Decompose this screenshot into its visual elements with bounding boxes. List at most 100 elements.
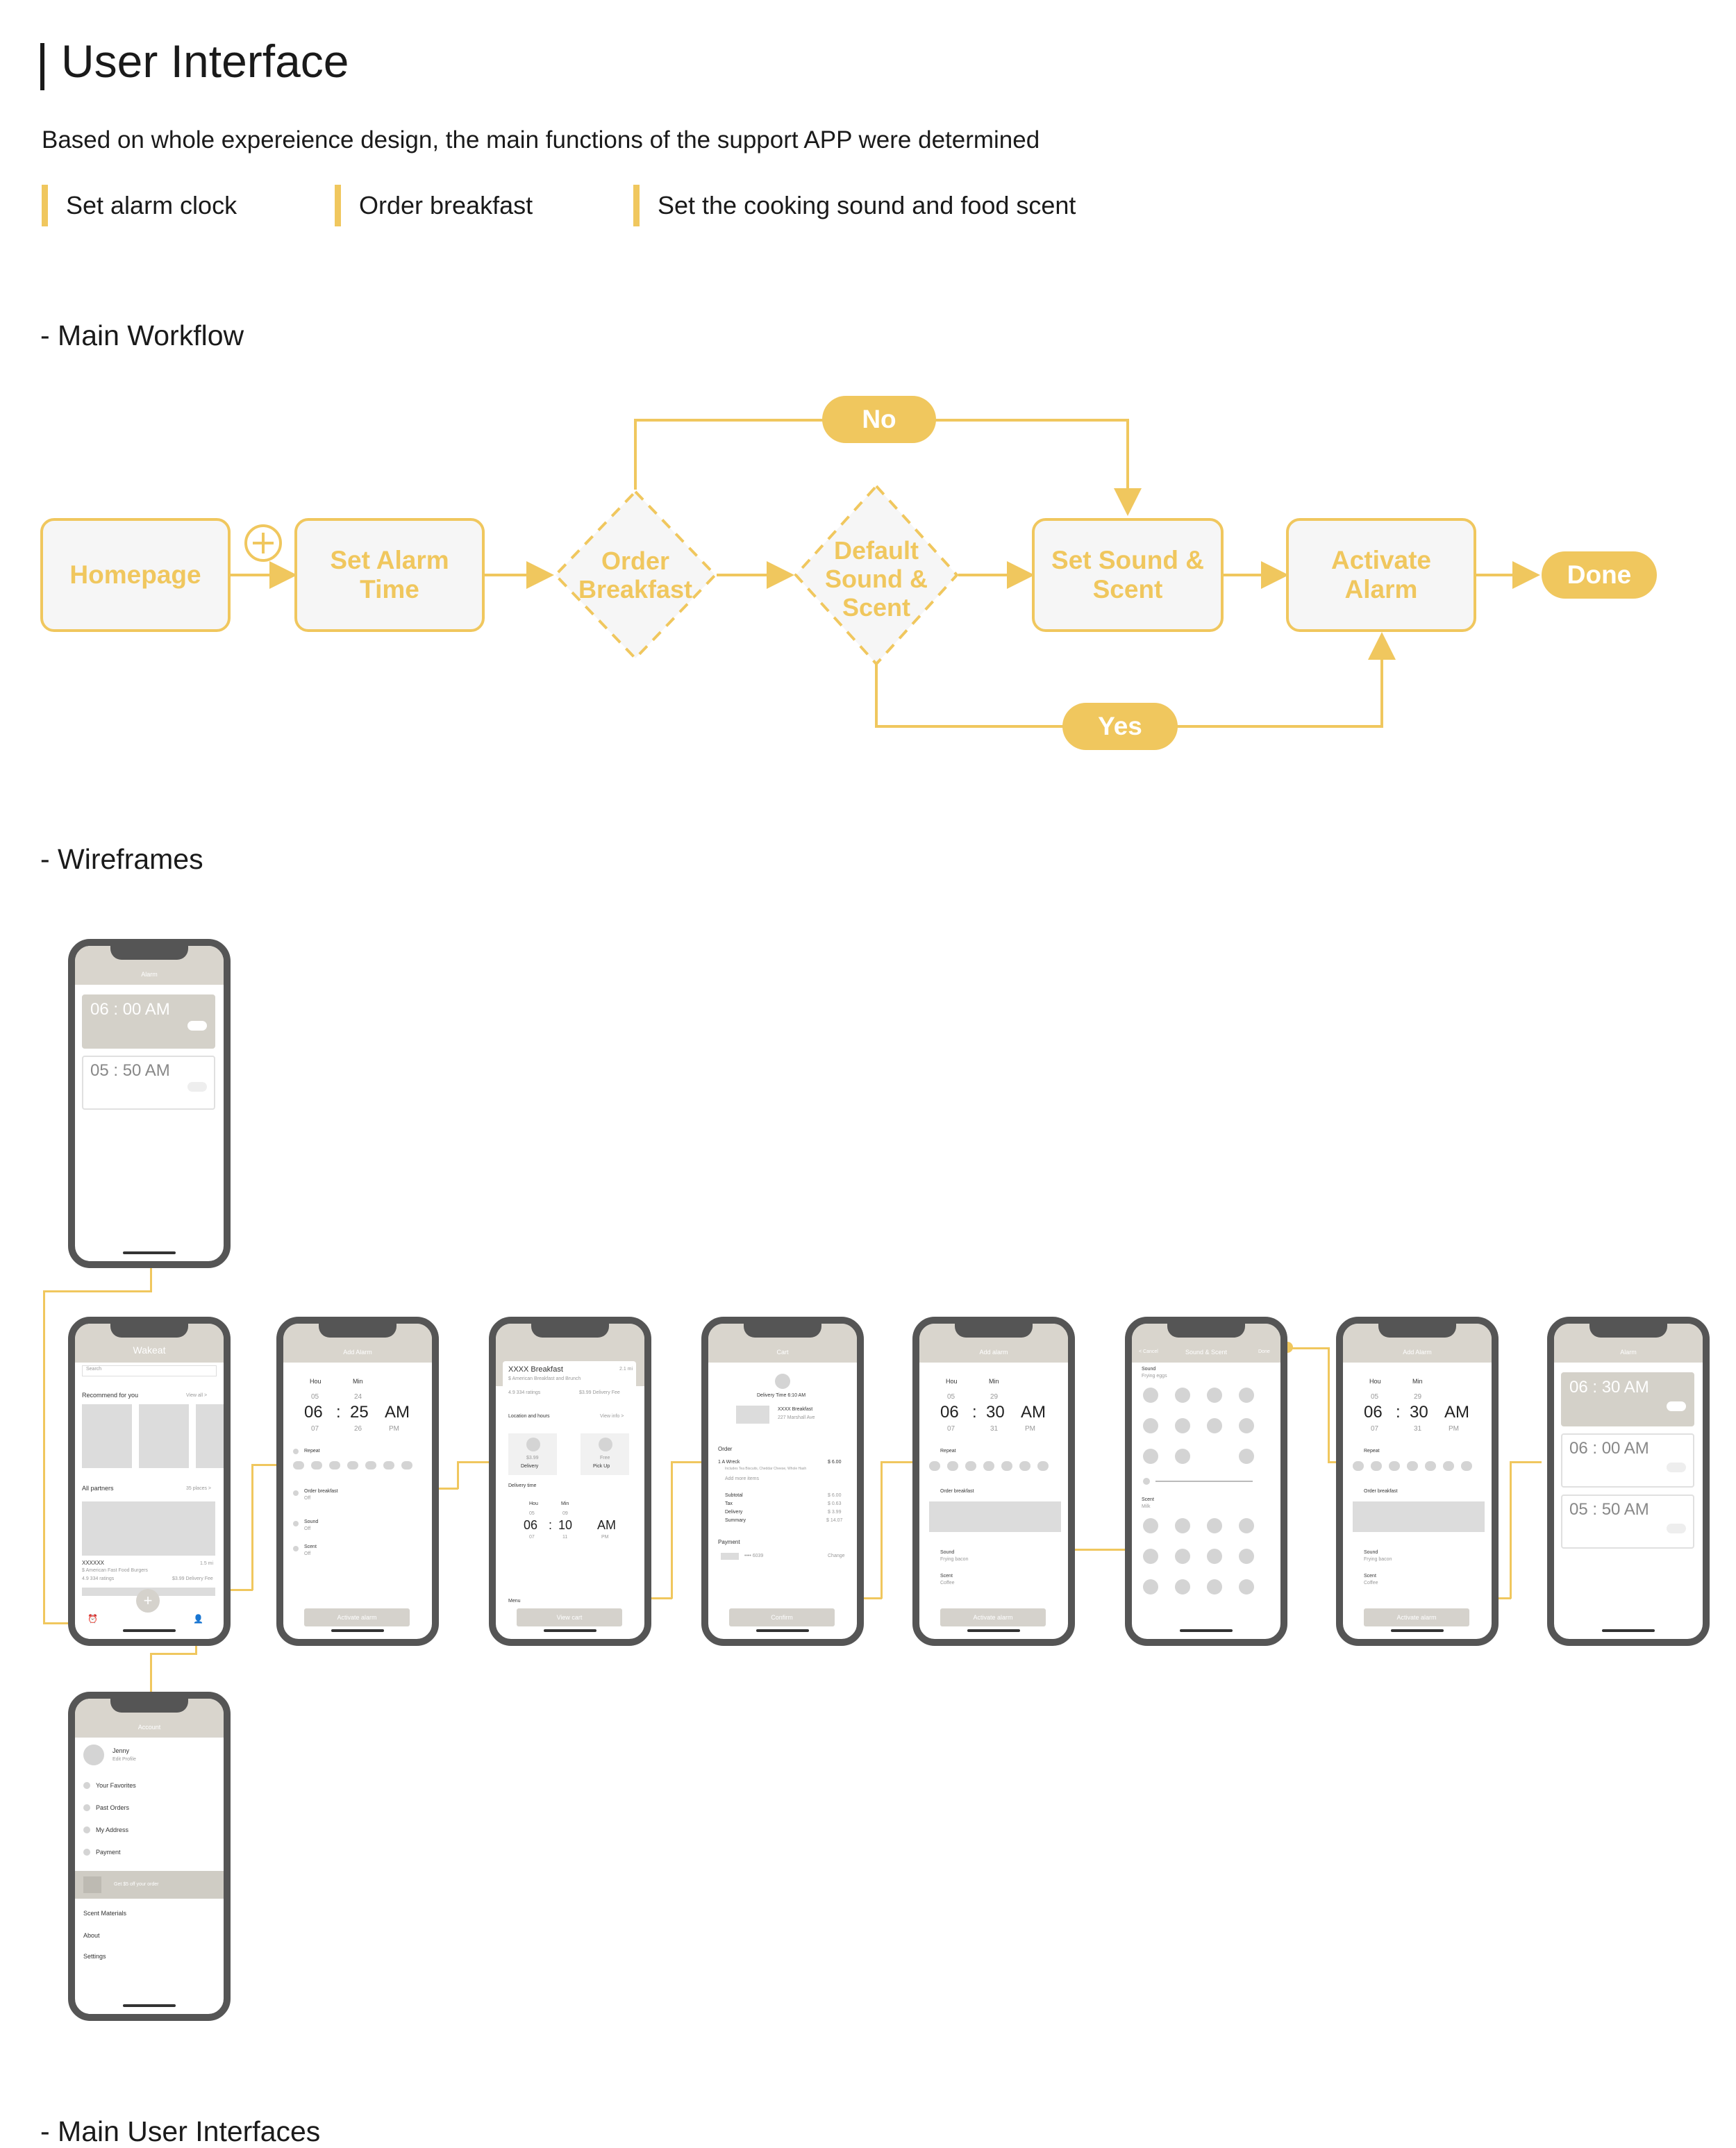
confirm-button[interactable]: Confirm [729,1608,835,1626]
alarm-toggle[interactable] [187,1082,207,1092]
order-breakfast-row[interactable]: Order breakfast [1364,1489,1398,1494]
minute-value[interactable]: 25 [350,1403,369,1422]
ampm-value[interactable]: AM [1444,1403,1469,1422]
scent-option[interactable] [1143,1579,1158,1595]
change-payment-link[interactable]: Change [828,1554,845,1558]
day-chip[interactable] [1037,1461,1049,1471]
edit-profile-link[interactable]: Edit Profile [112,1757,136,1762]
search-input[interactable] [82,1365,217,1376]
menu-settings[interactable]: Settings [83,1953,106,1960]
day-chip[interactable] [347,1461,358,1470]
scent-row[interactable]: Scent [304,1545,317,1549]
hour-value[interactable]: 06 [940,1403,959,1422]
sound-option[interactable] [1239,1418,1254,1433]
partners-count[interactable]: 35 places > [186,1486,211,1491]
day-chip[interactable] [1019,1461,1030,1471]
day-chip[interactable] [383,1461,394,1470]
hour-value[interactable]: 06 [524,1518,538,1532]
pickup-radio[interactable]: Pick Up [593,1464,610,1469]
sound-row[interactable]: Sound [1364,1550,1378,1555]
sound-option[interactable] [1143,1449,1158,1464]
sound-option[interactable] [1207,1388,1222,1403]
sound-option[interactable] [1143,1388,1158,1403]
minute-value[interactable]: 10 [558,1518,573,1532]
sound-option[interactable] [1175,1418,1190,1433]
scent-option[interactable] [1207,1549,1222,1564]
scent-option[interactable] [1239,1579,1254,1595]
scent-option[interactable] [1175,1549,1190,1564]
done-button[interactable]: Done [1258,1349,1270,1354]
day-chip[interactable] [1001,1461,1012,1471]
sound-row[interactable]: Sound [940,1550,955,1555]
activate-alarm-button[interactable]: Activate alarm [304,1608,410,1626]
view-cart-button[interactable]: View cart [517,1608,622,1626]
ampm-value[interactable]: AM [597,1518,616,1532]
day-chip[interactable] [983,1461,994,1471]
alarm-toggle[interactable] [1667,1463,1686,1472]
activate-alarm-button[interactable]: Activate alarm [940,1608,1046,1626]
scent-row[interactable]: Scent [1364,1574,1376,1579]
scent-option[interactable] [1239,1549,1254,1564]
ampm-value[interactable]: AM [385,1403,410,1422]
day-chip[interactable] [311,1461,322,1470]
alarm-card[interactable]: 05 : 50 AM [1561,1495,1694,1549]
day-chip[interactable] [1353,1461,1364,1471]
volume-slider[interactable] [1155,1481,1253,1482]
cancel-button[interactable]: < Cancel [1139,1349,1158,1354]
day-chip[interactable] [1407,1461,1418,1471]
scent-row[interactable]: Scent [940,1574,953,1579]
alarm-card[interactable]: 06 : 00 AM [82,994,215,1049]
minute-value[interactable]: 30 [986,1403,1005,1422]
scent-option[interactable] [1207,1518,1222,1533]
day-chip[interactable] [1389,1461,1400,1471]
activate-alarm-button[interactable]: Activate alarm [1364,1608,1469,1626]
sound-option[interactable] [1207,1418,1222,1433]
sound-option[interactable] [1175,1388,1190,1403]
recommend-card[interactable] [196,1404,224,1468]
scent-option[interactable] [1143,1518,1158,1533]
day-chip[interactable] [293,1461,304,1470]
alarm-toggle[interactable] [1667,1524,1686,1533]
menu-about[interactable]: About [83,1932,100,1939]
alarm-card[interactable]: 05 : 50 AM [82,1056,215,1110]
order-breakfast-row[interactable]: Order breakfast [304,1489,338,1494]
day-chip[interactable] [1443,1461,1454,1471]
add-alarm-fab-icon[interactable]: + [136,1589,160,1613]
scent-option[interactable] [1175,1579,1190,1595]
day-chip[interactable] [365,1461,376,1470]
day-chip[interactable] [929,1461,940,1471]
order-summary-card[interactable] [929,1501,1061,1532]
alarm-card[interactable]: 06 : 00 AM [1561,1433,1694,1488]
menu-scent-materials[interactable]: Scent Materials [83,1910,127,1917]
order-summary-card[interactable] [1353,1501,1485,1532]
menu-address[interactable]: My Address [96,1826,129,1833]
order-breakfast-row[interactable]: Order breakfast [940,1489,974,1494]
hour-value[interactable]: 06 [1364,1403,1383,1422]
menu-favorites[interactable]: Your Favorites [96,1782,136,1789]
day-chip[interactable] [1461,1461,1472,1471]
sound-option[interactable] [1175,1449,1190,1464]
day-chip[interactable] [329,1461,340,1470]
alarm-toggle[interactable] [187,1021,207,1031]
alarm-card[interactable]: 06 : 30 AM [1561,1372,1694,1426]
add-items-link[interactable]: Add more items [725,1476,760,1481]
account-tab-icon[interactable]: 👤 [193,1614,203,1624]
view-info-link[interactable]: View info > [600,1414,624,1419]
sound-row[interactable]: Sound [304,1520,319,1524]
day-chip[interactable] [1371,1461,1382,1471]
menu-past-orders[interactable]: Past Orders [96,1804,130,1811]
scent-option[interactable] [1143,1549,1158,1564]
avatar[interactable] [83,1745,104,1765]
menu-payment[interactable]: Payment [96,1849,121,1856]
alarm-toggle[interactable] [1667,1401,1686,1411]
scent-option[interactable] [1207,1579,1222,1595]
scent-option[interactable] [1239,1518,1254,1533]
day-chip[interactable] [1425,1461,1436,1471]
scent-option[interactable] [1175,1518,1190,1533]
minute-value[interactable]: 30 [1410,1403,1428,1422]
alarm-tab-icon[interactable]: ⏰ [87,1614,98,1624]
delivery-radio[interactable]: Delivery [521,1464,539,1469]
sound-option[interactable] [1143,1418,1158,1433]
sound-option[interactable] [1239,1449,1254,1464]
partner-image[interactable] [82,1501,215,1556]
